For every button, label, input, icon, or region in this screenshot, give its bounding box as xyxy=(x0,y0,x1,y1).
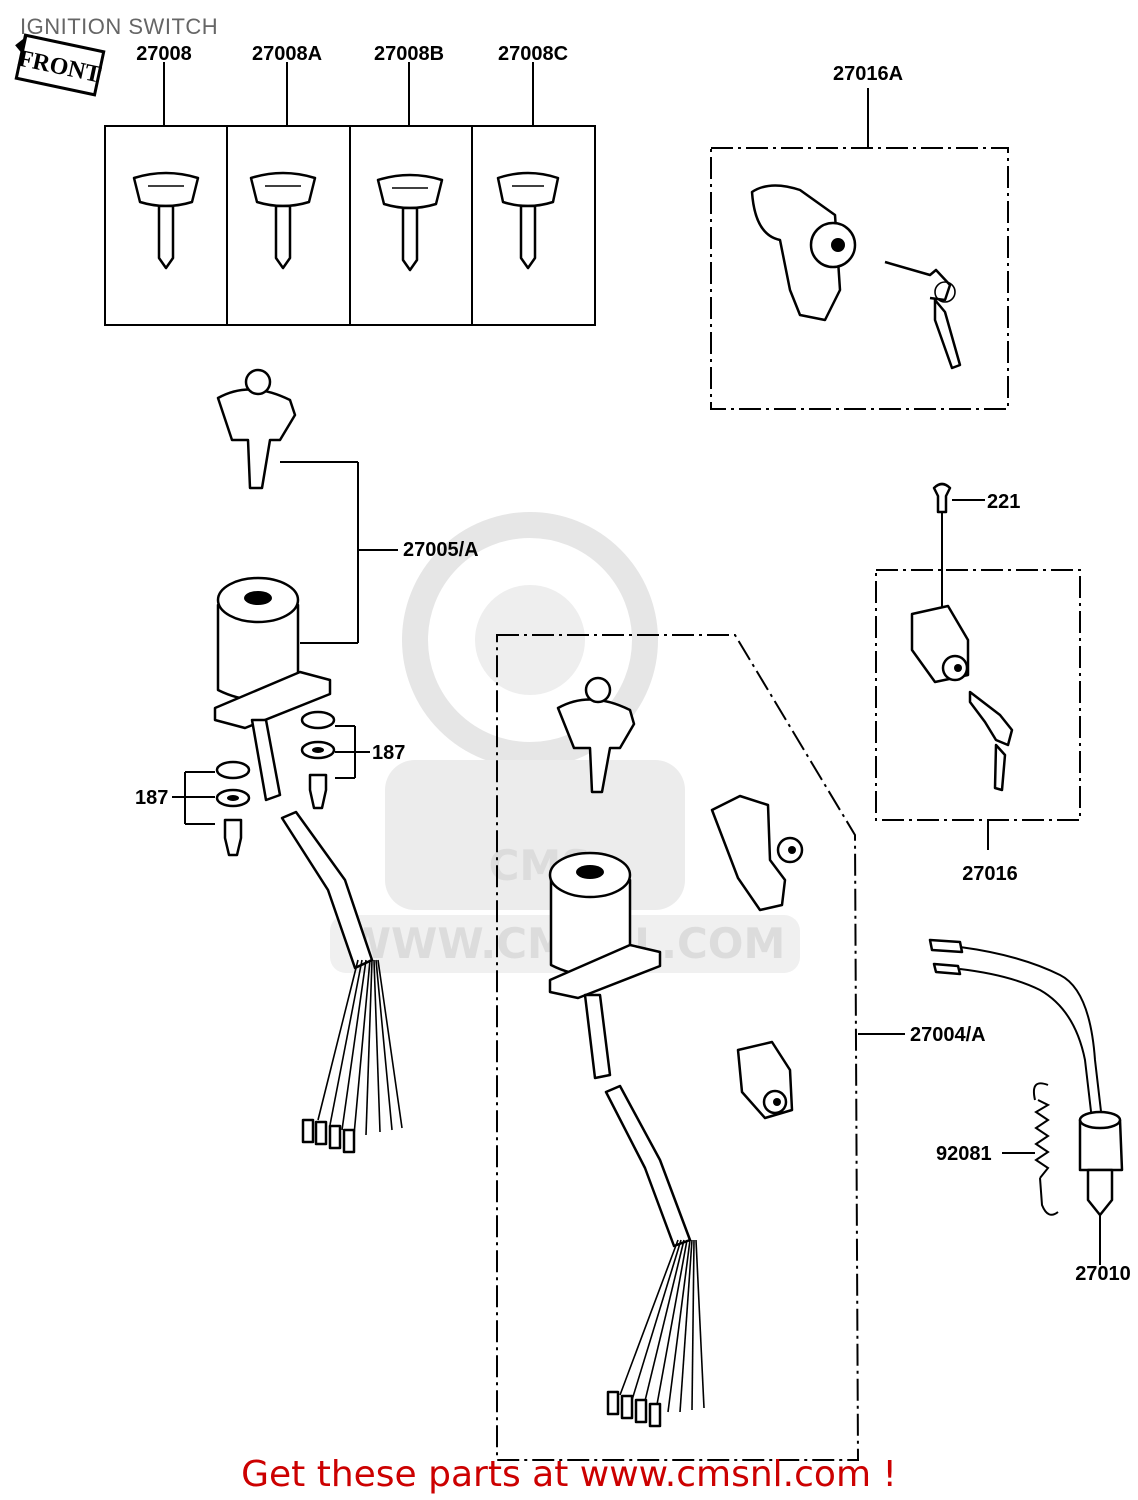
key-27008c xyxy=(496,171,560,270)
part-label-27008a[interactable]: 27008A xyxy=(252,43,322,65)
part-label-27016a[interactable]: 27016A xyxy=(833,63,903,85)
front-arrow: FRONT xyxy=(14,33,106,97)
part-label-27010[interactable]: 27010 xyxy=(1075,1263,1131,1285)
key-boxes xyxy=(104,62,596,326)
spring-92081: 92081 xyxy=(936,1082,1059,1216)
hardware-187-left: 187 xyxy=(135,760,251,857)
switch-27010: 27010 xyxy=(928,938,1131,1285)
switch-27005a: 27005/A xyxy=(213,368,479,1154)
page-title: IGNITION SWITCH xyxy=(20,14,219,39)
key-27008a xyxy=(249,171,317,270)
part-label-187-left[interactable]: 187 xyxy=(135,787,168,809)
part-label-27016[interactable]: 27016 xyxy=(962,863,1018,885)
lock-set-27016a: 27016A xyxy=(710,63,1009,410)
key-27008b xyxy=(376,173,444,272)
part-label-27004a[interactable]: 27004/A xyxy=(910,1024,986,1046)
hardware-187-right: 187 xyxy=(300,710,405,810)
part-label-221[interactable]: 221 xyxy=(987,491,1020,513)
footer-shop-link[interactable]: Get these parts at www.cmsnl.com ! xyxy=(241,1454,897,1495)
part-label-92081[interactable]: 92081 xyxy=(936,1143,992,1165)
part-label-27005a[interactable]: 27005/A xyxy=(403,539,479,561)
part-label-187-right[interactable]: 187 xyxy=(372,742,405,764)
key-27008 xyxy=(132,171,200,270)
part-label-27008c[interactable]: 27008C xyxy=(498,43,568,65)
part-label-27008b[interactable]: 27008B xyxy=(374,43,444,65)
switch-27004a: 27004/A xyxy=(496,634,986,1461)
part-label-27008[interactable]: 27008 xyxy=(136,43,192,65)
lock-set-27016: 221 27016 xyxy=(875,482,1081,885)
